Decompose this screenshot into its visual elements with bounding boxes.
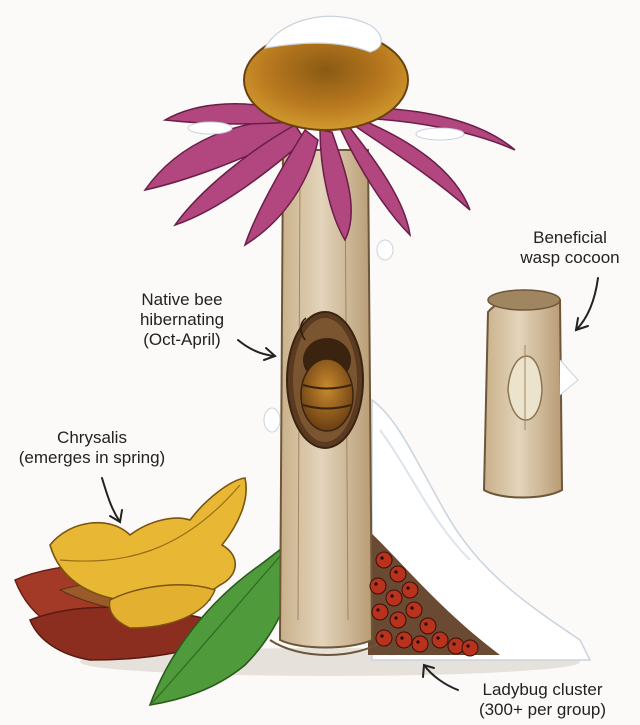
ladybug xyxy=(390,612,406,628)
ladybug xyxy=(390,566,406,582)
ladybug-spot xyxy=(376,608,379,611)
ladybug-label: Ladybug cluster (300+ per group) xyxy=(455,680,630,720)
bee-label-line-2: hibernating xyxy=(122,310,242,330)
ladybug xyxy=(448,638,464,654)
ladybug-spot xyxy=(424,622,427,625)
ladybug-spot xyxy=(380,634,383,637)
ladybug xyxy=(376,630,392,646)
ladybug-spot xyxy=(394,616,397,619)
chrysalis-label: Chrysalis (emerges in spring) xyxy=(12,428,172,468)
ladybug-spot xyxy=(400,636,403,639)
bee-label-line-3: (Oct-April) xyxy=(122,330,242,350)
ladybug-spot xyxy=(410,606,413,609)
ladybug xyxy=(396,632,412,648)
ladybug-spot xyxy=(394,570,397,573)
ladybug xyxy=(402,582,418,598)
ladybug xyxy=(412,636,428,652)
ladybug-label-line-2: (300+ per group) xyxy=(455,700,630,720)
ladybug xyxy=(386,590,402,606)
ladybug xyxy=(370,578,386,594)
chrysalis-label-line-1: Chrysalis xyxy=(12,428,172,448)
ladybug-spot xyxy=(406,586,409,589)
wasp-label-line-1: Beneficial xyxy=(510,228,630,248)
wasp-label: Beneficial wasp cocoon xyxy=(510,228,630,268)
chrysalis-label-line-2: (emerges in spring) xyxy=(12,448,172,468)
bee-label-line-1: Native bee xyxy=(122,290,242,310)
ladybug xyxy=(376,552,392,568)
ladybug-spot xyxy=(416,640,419,643)
ladybug-spot xyxy=(380,556,383,559)
ladybug xyxy=(406,602,422,618)
ladybug-label-line-1: Ladybug cluster xyxy=(455,680,630,700)
ladybug xyxy=(432,632,448,648)
ladybug xyxy=(372,604,388,620)
ladybug xyxy=(462,640,478,656)
bee-label: Native bee hibernating (Oct-April) xyxy=(122,290,242,350)
ladybug-spot xyxy=(374,582,377,585)
ladybug-spot xyxy=(466,644,469,647)
ladybug-spot xyxy=(452,642,455,645)
ladybug xyxy=(420,618,436,634)
ladybug-spot xyxy=(390,594,393,597)
wasp-label-line-2: wasp cocoon xyxy=(510,248,630,268)
ladybug-spot xyxy=(436,636,439,639)
